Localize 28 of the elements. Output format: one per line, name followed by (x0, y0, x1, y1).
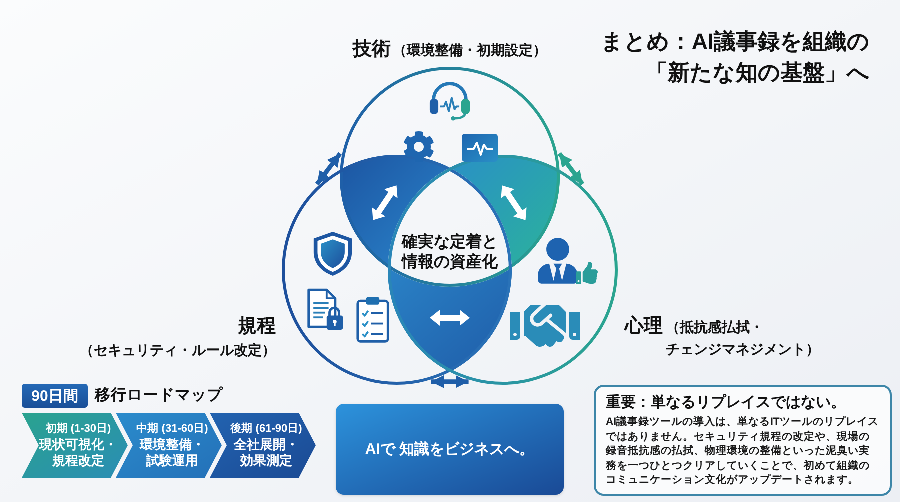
circle-title: 規程 (238, 315, 276, 339)
step-period: 中期 (31-60日) (136, 422, 208, 437)
venn-circle (340, 38, 560, 287)
roadmap-title: 移行ロードマップ (95, 386, 223, 406)
note-heading: 重要：単なるリプレイスではない。 (606, 393, 847, 413)
step-period: 後期 (61-90日) (230, 422, 302, 437)
double-arrow (431, 375, 469, 388)
step-task: 現状可視化・規程改定 (38, 437, 118, 469)
tagline: AIで 知識をビジネスへ。 (365, 440, 535, 460)
title: まとめ：AI議事録を組織の「新たな知の基盤」へ (600, 28, 870, 87)
note-body: AI議事録ツールの導入は、単なるITツールのリプレイスではありません。セキュリティ規程の改定や、現場の録音抵抗感の払拭、物理環境の整備といった泥臭い実務を一つひとつクリアしていくことで、初めて組織のコミュニケーション文化がアップデートされます。 (606, 415, 880, 488)
note-box (594, 385, 892, 496)
tagline-panel (336, 404, 564, 495)
circle-subtitle: （環境整備・初期設定） (393, 41, 547, 60)
circle-subtitle: （セキュリティ・ルール改定） (80, 341, 276, 360)
double-arrow (315, 152, 342, 186)
step-task: 全社展開・効果測定 (233, 437, 300, 469)
double-arrow (558, 152, 585, 186)
circle-title: 心理 (625, 315, 663, 339)
step-period: 初期 (1-30日) (46, 422, 112, 437)
chevron-step (210, 413, 316, 478)
circle-title: 技術 (353, 38, 391, 62)
chevron-step (116, 413, 222, 478)
circle-subtitle: （抵抗感払拭・チェンジマネジメント） (666, 318, 821, 359)
chevron-step (22, 413, 128, 478)
center-label: 確実な定着と情報の資産化 (400, 233, 500, 273)
period-badge: 90日間 (22, 384, 88, 408)
step-task: 環境整備・試験運用 (138, 437, 206, 469)
